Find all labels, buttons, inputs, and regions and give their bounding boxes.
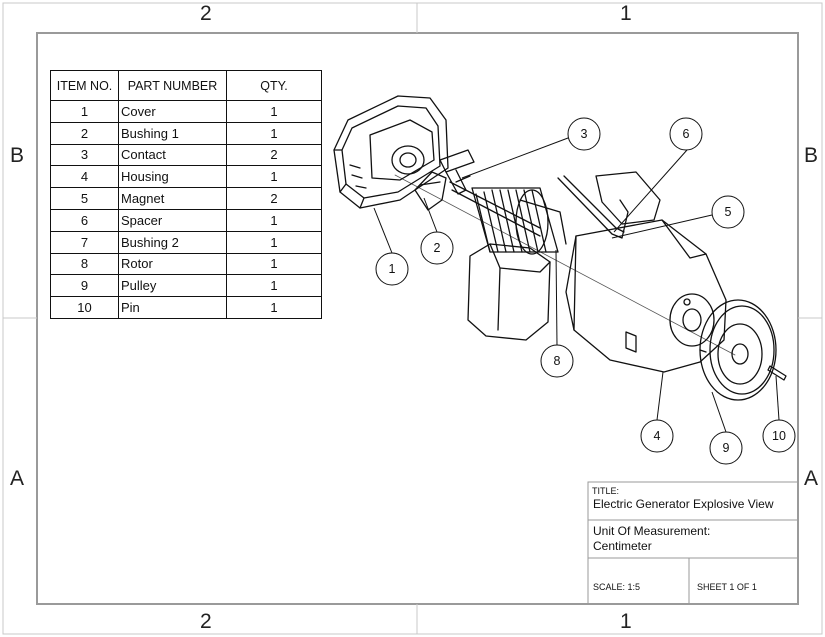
bom-item-no: 9: [50, 274, 119, 298]
balloon-5: [711, 195, 745, 229]
zone-label-right-lower: A: [804, 467, 819, 490]
balloon-9: [709, 431, 743, 465]
bom-qty: 1: [226, 296, 322, 319]
bom-qty: 1: [226, 208, 322, 232]
units-label: Unit Of Measurement:: [593, 524, 711, 538]
balloon-3: [567, 117, 601, 151]
bom-item-no: 4: [50, 165, 119, 189]
bom-part-number: Pin: [118, 296, 227, 319]
bom-header-item-no: ITEM NO.: [50, 70, 119, 101]
balloon-1-label: 1: [389, 262, 396, 276]
bom-item-no: 1: [50, 100, 119, 123]
bom-part-number: Housing: [118, 165, 227, 189]
bom-part-number: Cover: [118, 100, 227, 123]
bom-part-number: Bushing 2: [118, 230, 227, 254]
sheet-number: SHEET 1 OF 1: [697, 582, 757, 592]
bom-part-number: Pulley: [118, 274, 227, 298]
balloon-9-label: 9: [723, 441, 730, 455]
zone-label-top-left: 2: [200, 2, 212, 25]
zone-label-top-right: 1: [620, 2, 632, 25]
balloon-5-label: 5: [725, 205, 732, 219]
bom-qty: 1: [226, 121, 322, 145]
bom-header-qty: QTY.: [226, 70, 322, 101]
bom-qty: 1: [226, 100, 322, 123]
rotor-part: [471, 187, 567, 255]
title-block-frame: [587, 481, 799, 605]
bom-item-no: 5: [50, 187, 119, 210]
balloon-6-label: 6: [683, 127, 690, 141]
title-label: TITLE:: [592, 486, 620, 496]
balloon-10: [762, 419, 796, 453]
bom-qty: 2: [226, 143, 322, 167]
bom-qty: 1: [226, 230, 322, 254]
bom-part-number: Bushing 1: [118, 121, 227, 145]
balloon-2: [420, 231, 454, 265]
balloon-8-label: 8: [554, 354, 561, 368]
bom-qty: 2: [226, 187, 322, 210]
bom-item-no: 7: [50, 230, 119, 254]
balloon-1: [375, 252, 409, 286]
balloon-10-label: 10: [772, 429, 786, 443]
balloon-3-label: 3: [581, 127, 588, 141]
bom-item-no: 6: [50, 208, 119, 232]
housing-part: [565, 219, 727, 373]
balloon-6: [669, 117, 703, 151]
bom-header-row: ITEM NO. PART NUMBER QTY.: [50, 70, 322, 101]
bom-item-no: 3: [50, 143, 119, 167]
units-value: Centimeter: [593, 539, 652, 553]
zone-label-bottom-right: 1: [620, 610, 632, 633]
zone-label-bottom-left: 2: [200, 610, 212, 633]
bushing-1-part: [414, 171, 447, 211]
bom-qty: 1: [226, 274, 322, 298]
balloon-4: [640, 419, 674, 453]
magnet-part: [467, 171, 661, 341]
balloon-2-label: 2: [434, 241, 441, 255]
zone-label-left-lower: A: [10, 467, 25, 490]
zone-label-left-upper: B: [10, 144, 25, 167]
pin-part: [767, 365, 787, 381]
zone-label-right-upper: B: [804, 144, 819, 167]
bom-part-number: Spacer: [118, 208, 227, 232]
bom-header-part-number: PART NUMBER: [118, 70, 227, 101]
balloon-4-label: 4: [654, 429, 661, 443]
bom-part-number: Magnet: [118, 187, 227, 210]
cover-part: [333, 95, 449, 209]
bom-part-number: Rotor: [118, 252, 227, 276]
contact-part: [439, 149, 475, 195]
pulley-part: [699, 299, 777, 401]
bom-item-no: 8: [50, 252, 119, 276]
bom-item-no: 2: [50, 121, 119, 145]
bom-item-no: 10: [50, 296, 119, 319]
bom-qty: 1: [226, 252, 322, 276]
scale-value: SCALE: 1:5: [593, 582, 641, 592]
bom-part-number: Contact: [118, 143, 227, 167]
drawing-title: Electric Generator Explosive View: [593, 497, 774, 511]
bom-qty: 1: [226, 165, 322, 189]
exploded-assembly-drawing: [333, 95, 787, 401]
balloon-8: [540, 344, 574, 378]
